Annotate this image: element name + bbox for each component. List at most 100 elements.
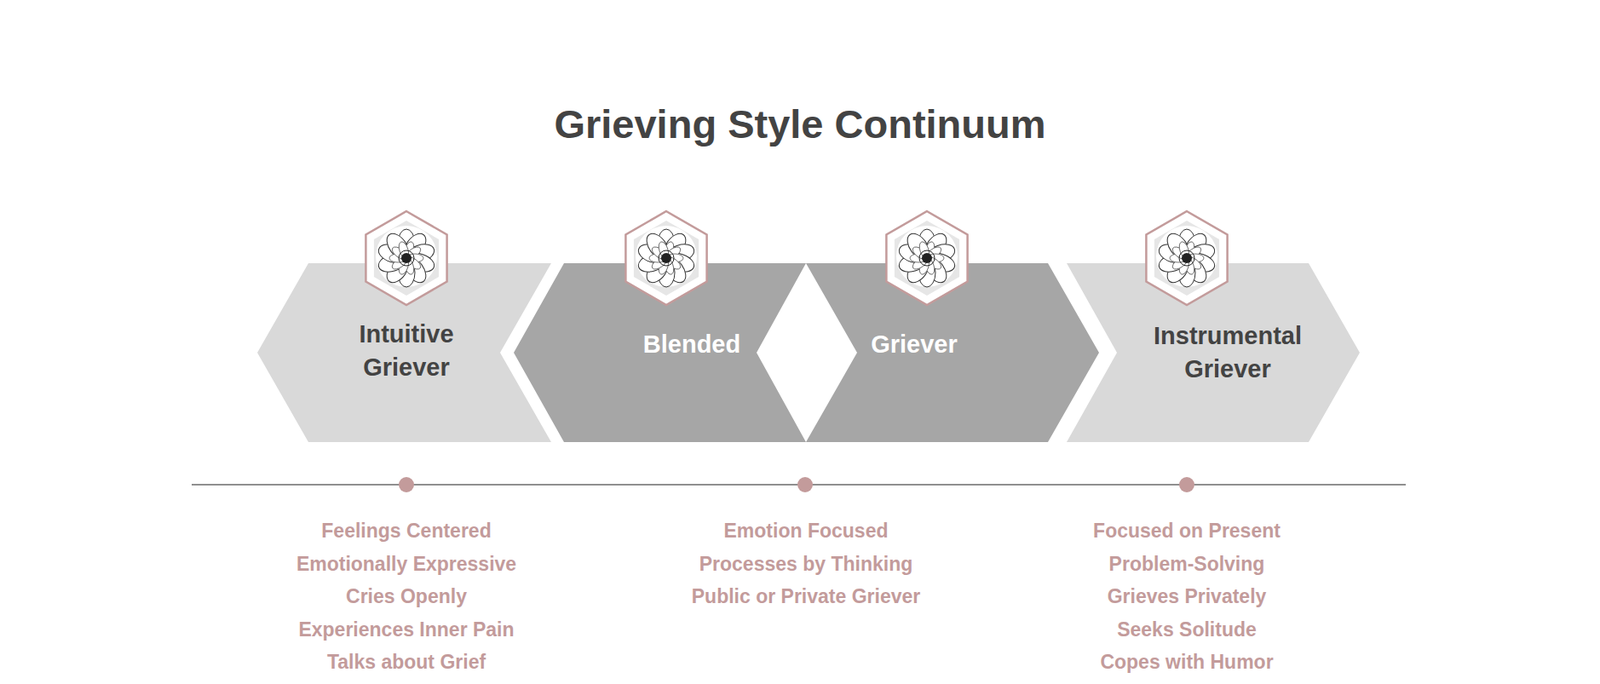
flower-center [661, 253, 672, 264]
petal [1184, 241, 1218, 267]
flower-center [921, 253, 933, 264]
flower-icon [365, 211, 447, 306]
timeline-dot [398, 477, 415, 493]
petal [397, 229, 415, 259]
trait-label: Grieves Privately [1093, 580, 1281, 614]
petal [920, 230, 951, 264]
flower-ring [658, 250, 674, 266]
petal-inner [663, 244, 683, 262]
flower-ground [896, 225, 958, 288]
petal [403, 249, 438, 276]
petal-inner [1182, 240, 1197, 259]
hexagon-outline [365, 211, 447, 306]
trait-label: Problem-Solving [1093, 547, 1281, 582]
trait-label: Emotionally Expressive [296, 547, 517, 582]
flower-ground [635, 225, 697, 288]
petal-inner [926, 253, 944, 263]
chevron-shape [257, 263, 552, 443]
petal [920, 253, 951, 287]
petal-inner [650, 254, 669, 272]
flower-center [401, 253, 412, 264]
petal [663, 241, 697, 267]
petal [1162, 253, 1194, 287]
flower-ring [1179, 250, 1195, 266]
petal-inner [649, 253, 667, 263]
petal [399, 230, 431, 264]
chevron-shape [1066, 263, 1360, 443]
petal-inner [406, 253, 424, 263]
flower-ring [919, 250, 935, 266]
petal [918, 258, 936, 288]
petal [1179, 253, 1211, 287]
flower-icon [886, 211, 967, 306]
petal [663, 249, 697, 276]
petal-inner [663, 254, 683, 272]
timeline-dot [1179, 477, 1195, 493]
petal [1156, 249, 1191, 276]
petal-inner [390, 244, 409, 262]
petal [903, 230, 934, 264]
trait-label: Feelings Centered [296, 514, 517, 548]
petal [403, 241, 438, 267]
trait-label: Cries Openly [296, 580, 517, 614]
petal [657, 258, 675, 288]
hexagon-inner [894, 220, 960, 296]
trait-list: Feelings CenteredEmotionally ExpressiveC… [296, 514, 517, 680]
petal [924, 241, 958, 267]
petal-inner [922, 240, 937, 259]
trait-label: Focused on Present [1093, 514, 1281, 548]
petal-inner [1170, 244, 1190, 262]
trait-label: Public or Private Griever [691, 580, 921, 614]
petal-inner [403, 244, 423, 262]
petal-inner [910, 244, 930, 262]
petal-inner [656, 240, 671, 259]
petal [897, 249, 931, 276]
petal-inner [661, 256, 676, 276]
trait-list: Emotion FocusedProcesses by ThinkingPubl… [691, 514, 921, 614]
timeline-dot [797, 477, 813, 493]
petal [636, 249, 670, 276]
petal [382, 230, 414, 264]
petal [1179, 230, 1211, 264]
petal-inner [389, 253, 407, 263]
trait-label: Talks about Grief [296, 645, 517, 680]
petal [1178, 229, 1196, 259]
petal-inner [661, 240, 676, 259]
petal [1156, 241, 1191, 267]
node-label: Instrumental Griever [1153, 319, 1302, 386]
petal [918, 229, 936, 259]
petal [636, 241, 670, 267]
petal-inner [402, 256, 416, 276]
petal-inner [1177, 240, 1192, 259]
chevron-band: Blended [513, 263, 806, 443]
petal-inner [924, 254, 944, 272]
petal [659, 230, 691, 264]
trait-label: Seeks Solitude [1093, 613, 1281, 647]
petal [376, 249, 410, 276]
petal [924, 249, 958, 276]
petal-inner [403, 254, 423, 272]
petal-inner [1182, 256, 1197, 276]
petal [382, 253, 414, 287]
trait-label: Emotion Focused [691, 514, 921, 548]
petal [376, 241, 410, 267]
petal-inner [1186, 253, 1204, 263]
trait-list: Focused on PresentProblem-SolvingGrieves… [1093, 514, 1281, 680]
flower-ring [398, 250, 415, 266]
petal-inner [1170, 254, 1190, 272]
petal [642, 230, 674, 264]
flower-icon [625, 211, 707, 306]
node-label: Griever [870, 328, 958, 362]
hexagon-outline [625, 211, 707, 306]
petal-inner [922, 256, 937, 276]
petal-inner [666, 253, 684, 263]
hexagon-inner [633, 220, 699, 296]
hexagon-outline [886, 211, 967, 306]
node-label: Blended [643, 328, 741, 362]
petal-inner [397, 240, 411, 259]
petal-inner [1177, 256, 1192, 276]
hexagon-outline [1145, 211, 1227, 306]
petal-inner [402, 240, 416, 259]
petal [659, 253, 691, 287]
hexagon-inner [1154, 220, 1220, 296]
